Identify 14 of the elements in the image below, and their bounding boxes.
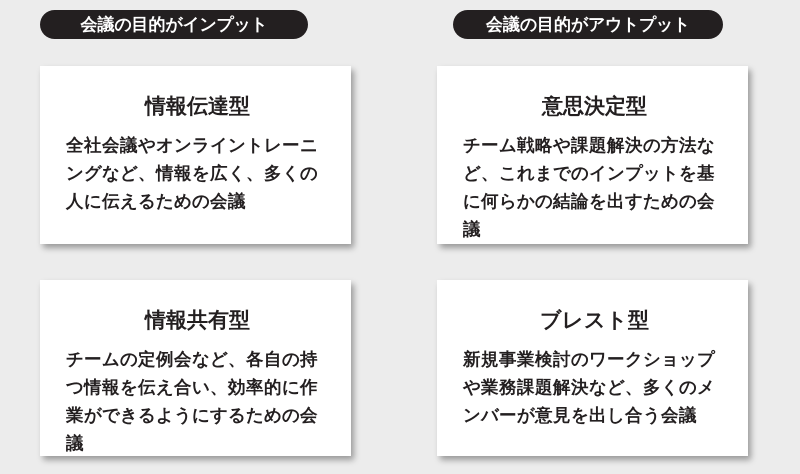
card-description: 新規事業検討のワークショップや業務課題解決など、多くのメンバーが意見を出し合う会議 — [463, 348, 716, 428]
card-title: 情報共有型 — [143, 307, 251, 334]
card-title: 情報伝達型 — [143, 93, 251, 120]
card-description: チームの定例会など、各自の持つ情報を伝え合い、効率的に作業ができるようにするための会議 — [66, 348, 319, 456]
card-description: 全社会議やオンライントレーニングなど、情報を広く、多くの人に伝えるための会議 — [66, 134, 319, 214]
card-background — [40, 280, 351, 456]
card-background — [437, 280, 748, 456]
heading-pill: 会議の目的がインプット — [40, 10, 308, 39]
heading-pill: 会議の目的がアウトプット — [453, 10, 723, 39]
card-description: チーム戦略や課題解決の方法など、これまでのインプットを基に何らかの結論を出すための会議 — [463, 134, 716, 242]
card-background — [40, 66, 351, 244]
card-background — [437, 66, 748, 244]
card-title: 意思決定型 — [540, 93, 648, 120]
card-title: ブレスト型 — [539, 307, 650, 334]
